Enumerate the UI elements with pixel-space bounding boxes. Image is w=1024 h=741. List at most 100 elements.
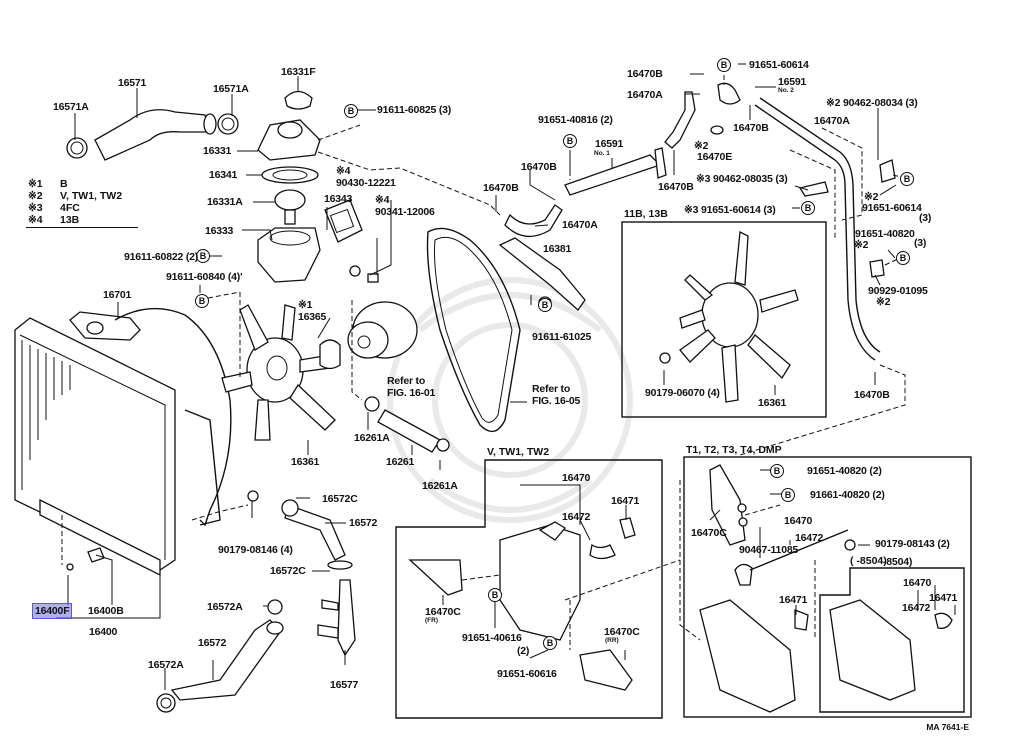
reservoir-tank-t — [699, 464, 953, 713]
note-marker: ※2 — [854, 239, 869, 251]
part-label[interactable]: 16701 — [103, 289, 132, 301]
part-label[interactable]: 16470B — [658, 181, 694, 193]
part-label[interactable]: 16261A — [422, 480, 458, 492]
part-label[interactable]: 16331F — [281, 66, 316, 78]
note-marker: ※2 — [876, 296, 891, 308]
part-label[interactable]: 90179-08143 (2) — [875, 538, 950, 550]
part-label[interactable]: 16470A — [562, 219, 598, 231]
part-label[interactable]: 16381 — [543, 243, 572, 255]
bolt-marker-icon: B — [196, 249, 210, 263]
lower-radiator-hoses — [156, 499, 356, 713]
note-marker: ※4 — [375, 194, 390, 206]
part-label-highlighted[interactable]: 16400F — [31, 603, 73, 619]
part-label[interactable]: 16591 — [595, 138, 624, 150]
note-marker: ※4 — [336, 165, 351, 177]
part-quantity: (3) — [914, 237, 927, 249]
part-label[interactable]: 16572 — [349, 517, 378, 529]
part-label[interactable]: 16470E — [697, 151, 733, 163]
part-label[interactable]: 16361 — [291, 456, 320, 468]
part-label[interactable]: 16470C — [425, 606, 461, 618]
part-label[interactable]: 16571 — [118, 77, 147, 89]
part-label[interactable]: 16331 — [203, 145, 232, 157]
part-label[interactable]: 90179-08146 (4) — [218, 544, 293, 556]
bolt-marker-icon: B — [896, 251, 910, 265]
part-label-16400F[interactable]: 16400F — [31, 603, 73, 619]
part-label[interactable]: 16400 — [89, 626, 118, 638]
reference-text[interactable]: Refer to — [532, 383, 571, 395]
part-label[interactable]: 16470B — [627, 68, 663, 80]
part-label[interactable]: 16400B — [88, 605, 124, 617]
part-label[interactable]: 16572 — [198, 637, 227, 649]
part-label[interactable]: 91661-40820 (2) — [810, 489, 885, 501]
part-label[interactable]: 16470C — [691, 527, 727, 539]
part-label[interactable]: 91651-60614 — [749, 59, 809, 71]
part-label[interactable]: 16572A — [207, 601, 243, 613]
part-label[interactable]: 16571A — [53, 101, 89, 113]
part-label[interactable]: 16470B — [483, 182, 519, 194]
part-label[interactable]: 90430-12221 — [336, 177, 396, 189]
part-label[interactable]: 90341-12006 — [375, 206, 435, 218]
part-label[interactable]: 16343 — [324, 193, 353, 205]
part-label[interactable]: 16472 — [902, 602, 931, 614]
part-label[interactable]: 16472 — [562, 511, 591, 523]
part-quantity: (3) — [919, 212, 932, 224]
part-label[interactable]: 16470A — [814, 115, 850, 127]
part-label[interactable]: 90467-11085 — [739, 544, 799, 556]
part-label[interactable]: 16572C — [270, 565, 306, 577]
part-label[interactable]: 16470 — [562, 472, 591, 484]
part-label[interactable]: 16470 — [784, 515, 813, 527]
reference-text[interactable]: FIG. 16-01 — [387, 387, 436, 399]
part-label[interactable]: 16471 — [611, 495, 640, 507]
bolt-marker-icon: B — [344, 104, 358, 118]
part-label[interactable]: 91611-60822 (2) — [124, 251, 199, 263]
part-label[interactable]: 90179-06070 (4) — [645, 387, 720, 399]
part-label[interactable]: 16261A — [354, 432, 390, 444]
part-label[interactable]: ※3 91651-60614 (3) — [684, 204, 776, 216]
part-label[interactable]: 16470B — [733, 122, 769, 134]
bolt-marker-icon: B — [801, 201, 815, 215]
part-sublabel: (RR) — [605, 637, 619, 644]
note-marker: ※2 — [694, 140, 709, 152]
radiator — [14, 311, 176, 577]
part-label[interactable]: 16591 — [778, 76, 807, 88]
part-label[interactable]: 16331A — [207, 196, 243, 208]
part-label[interactable]: 16470 — [903, 577, 932, 589]
overflow-hose-upper-right — [654, 75, 906, 456]
part-label[interactable]: 16365 — [298, 311, 327, 323]
box-title-11b-13b: 11B, 13B — [624, 208, 668, 220]
reservoir-tank-v — [408, 517, 681, 691]
part-label[interactable]: 16361 — [758, 397, 787, 409]
part-label[interactable]: 91611-60840 (4)' — [166, 271, 243, 283]
part-label[interactable]: 91651-40816 (2) — [538, 114, 613, 126]
part-label[interactable]: 90929-01095 — [868, 285, 928, 297]
part-label[interactable]: ※3 90462-08035 (3) — [696, 173, 788, 185]
part-label[interactable]: 16470A — [627, 89, 663, 101]
part-label[interactable]: 91651-40820 — [855, 228, 915, 240]
part-label[interactable]: 91611-60825 (3) — [377, 104, 452, 116]
reference-text[interactable]: Refer to — [387, 375, 426, 387]
leader-lines — [56, 63, 956, 690]
reference-text[interactable]: FIG. 16-05 — [532, 395, 581, 407]
part-label[interactable]: 16470C — [604, 626, 640, 638]
part-label[interactable]: 16471 — [929, 592, 958, 604]
part-label[interactable]: 16333 — [205, 225, 234, 237]
part-label[interactable]: 91611-61025 — [532, 331, 592, 343]
part-label[interactable]: 91651-40616 — [462, 632, 522, 644]
part-label[interactable]: 16571A — [213, 83, 249, 95]
part-label[interactable]: 16471 — [779, 594, 808, 606]
part-label[interactable]: 16572A — [148, 659, 184, 671]
part-label[interactable]: 91651-60616 — [497, 668, 557, 680]
part-label[interactable]: 91651-60614 — [862, 202, 922, 214]
part-label[interactable]: 16470B — [521, 161, 557, 173]
part-label[interactable]: 16261 — [386, 456, 415, 468]
part-label[interactable]: 91651-40820 (2) — [807, 465, 882, 477]
part-label[interactable]: ※2 90462-08034 (3) — [826, 97, 918, 109]
part-label[interactable]: 16470B — [854, 389, 890, 401]
part-label[interactable]: 16577 — [330, 679, 359, 691]
part-label[interactable]: 16341 — [209, 169, 238, 181]
part-label[interactable]: 16472 — [795, 532, 824, 544]
legend-value: 13B — [60, 214, 80, 226]
part-label[interactable]: 16572C — [322, 493, 358, 505]
